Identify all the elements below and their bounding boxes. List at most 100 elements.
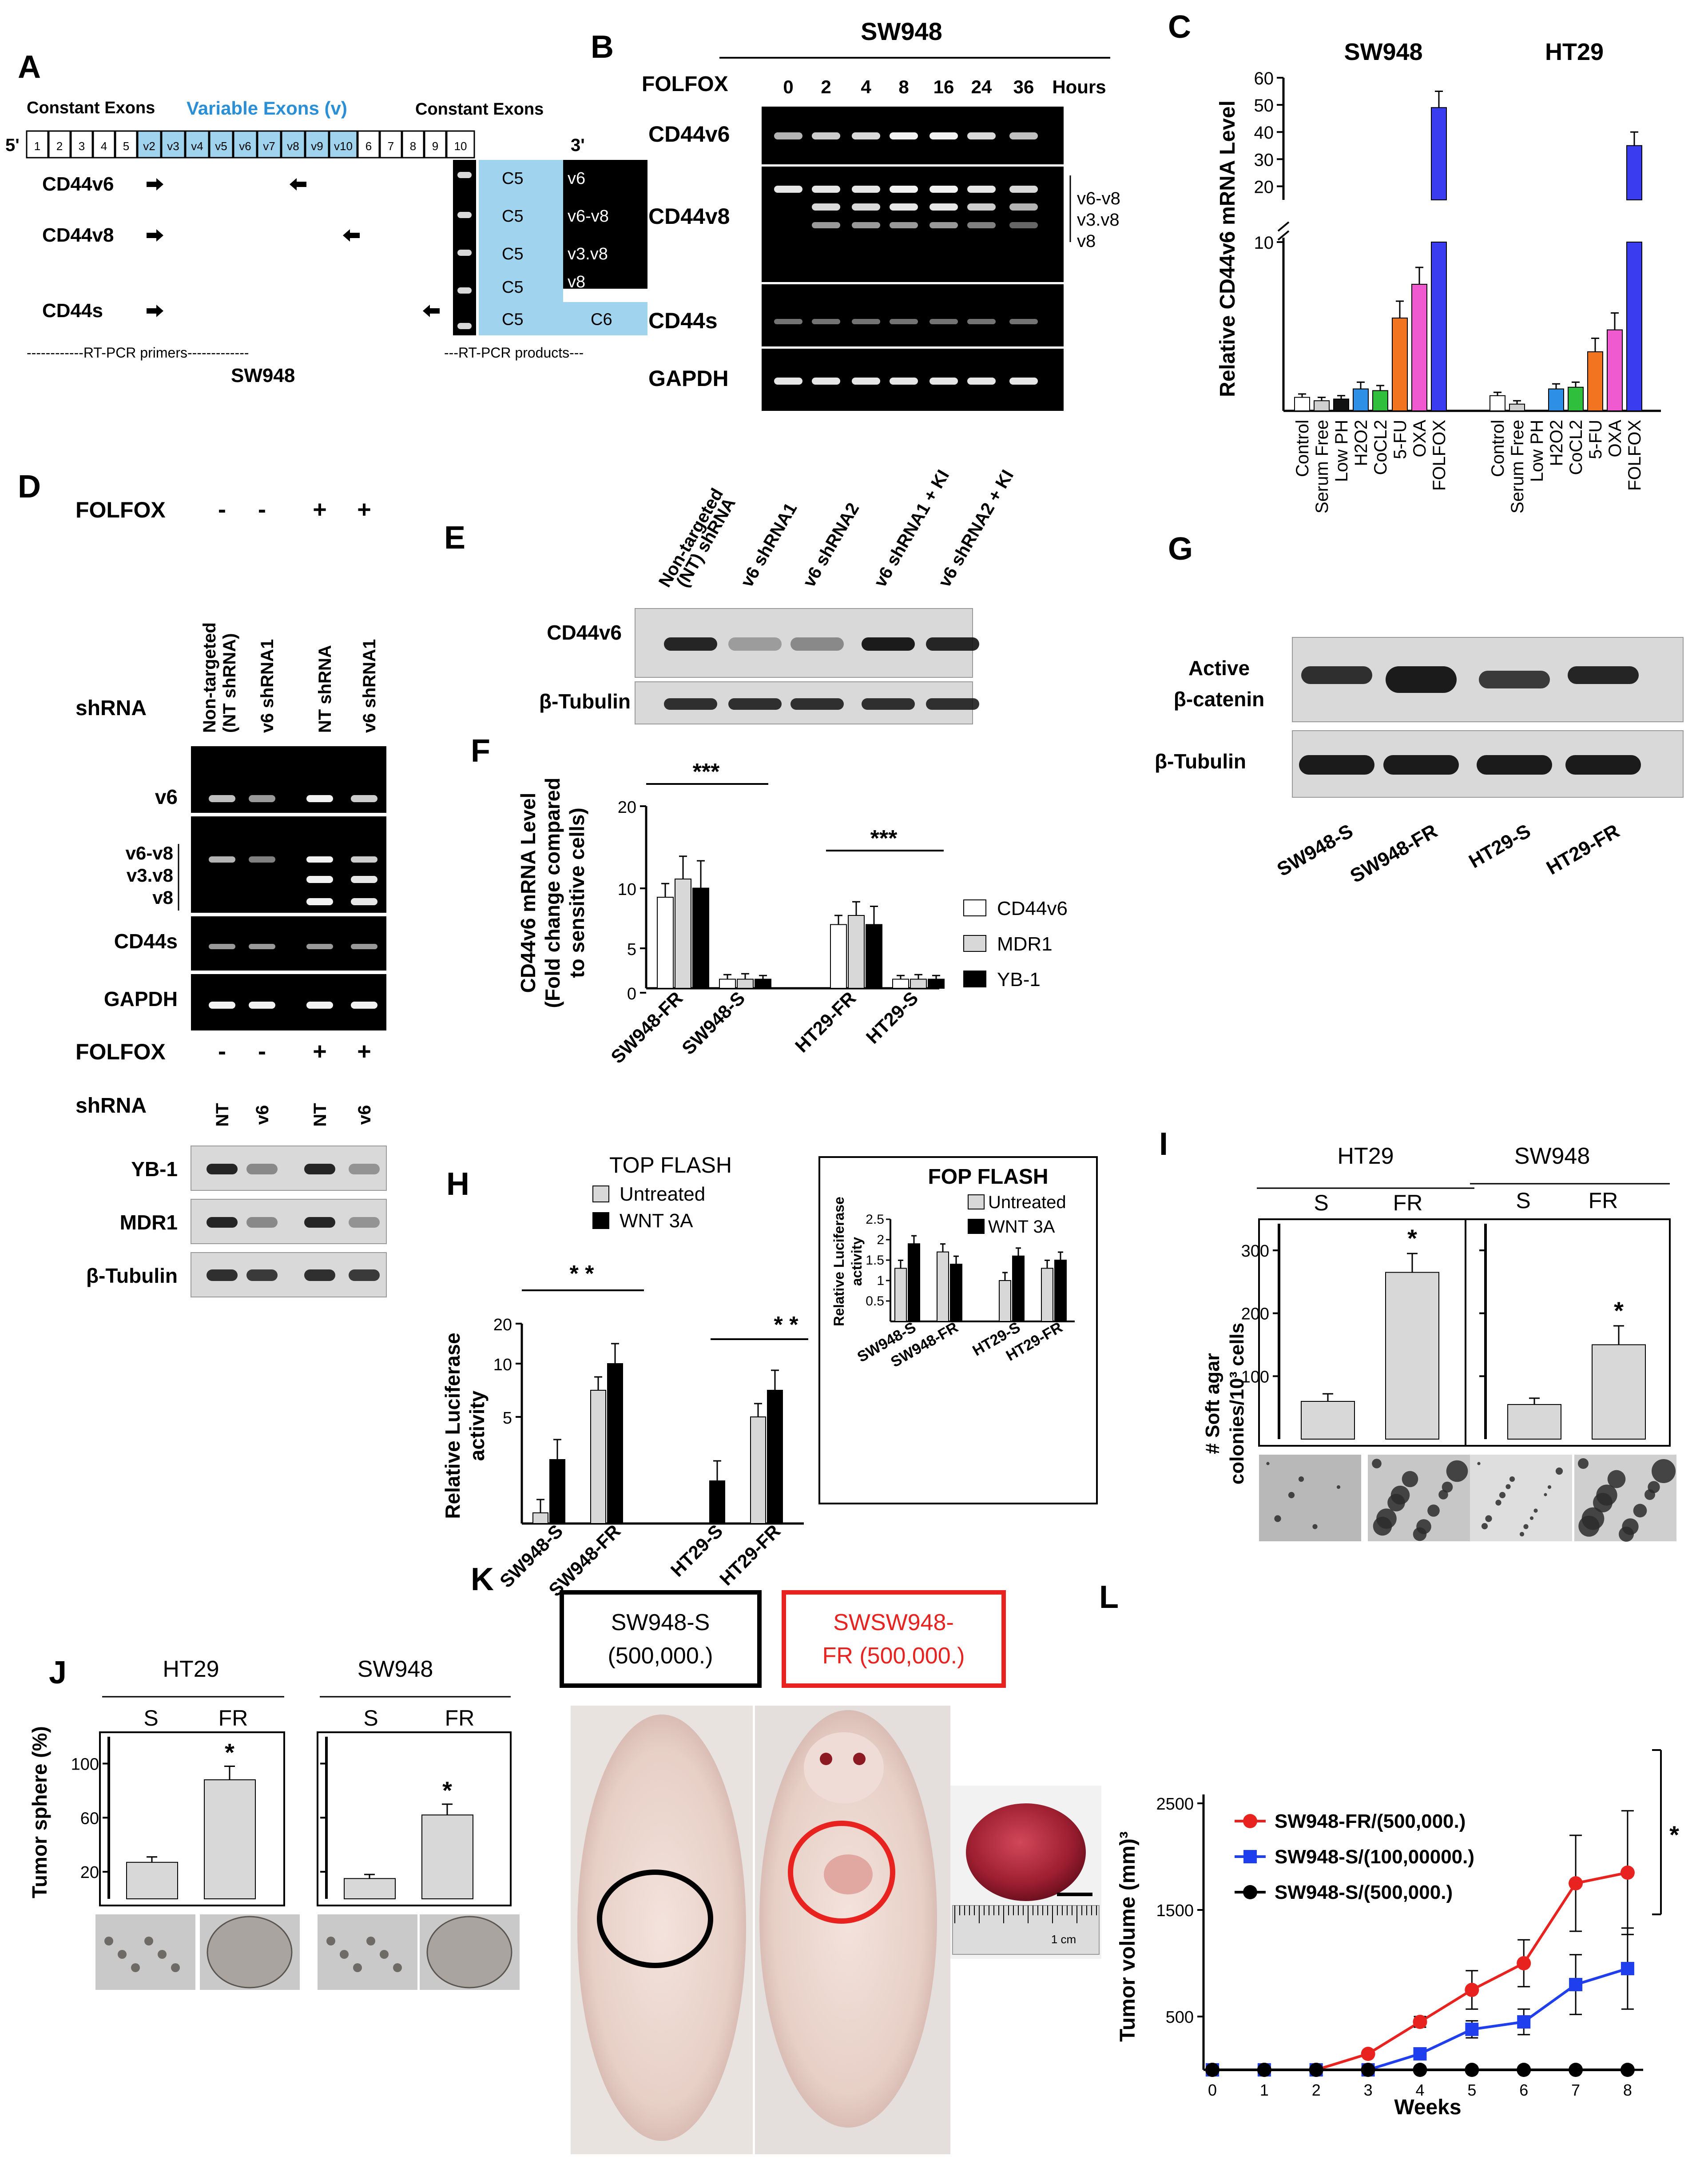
legend-label: WNT 3A: [988, 1217, 1055, 1237]
bar: [1490, 395, 1505, 411]
inset-y-tick-label: 2.5: [866, 1212, 884, 1227]
cd44v6-v8-band: [967, 186, 996, 193]
legend-label: SW948-S/(500,000.): [1275, 1882, 1453, 1903]
x-tick-label: Low PH: [1332, 420, 1351, 482]
x-tick-label: HT29-S: [667, 1520, 727, 1581]
mouse-label-right: FR (500,000.): [822, 1643, 965, 1669]
lane-label: v6 shRNA1: [737, 500, 801, 591]
colony-dot: [1442, 1481, 1453, 1493]
product-c5-label: C5: [502, 310, 524, 329]
bar: [1314, 400, 1330, 412]
primer-arrow-left-icon: [423, 305, 440, 317]
timepoint-label: 2: [821, 76, 831, 97]
v6-band: [351, 795, 377, 802]
bar: [1431, 242, 1447, 411]
x-tick-label: CoCL2: [1371, 420, 1390, 475]
product-variant-box: [563, 235, 647, 271]
blot-row-label: CD44v6: [547, 621, 622, 644]
rt-pcr-primers-footer: ------------RT-PCR primers-------------: [27, 345, 249, 361]
y-tick-label: 20: [80, 1863, 99, 1882]
blot-row-label: β-Tubulin: [539, 690, 631, 713]
legend-swatch: [963, 899, 986, 916]
variable-exons-label: Variable Exons (v): [187, 98, 347, 119]
bar: [1392, 318, 1408, 411]
exon-box: [281, 130, 306, 159]
lane-label: v6 shRNA1: [360, 639, 379, 733]
x-tick-label: 0: [1208, 2081, 1217, 2099]
exon-label: v8: [287, 139, 299, 153]
tumor-sphere-dot: [158, 1950, 167, 1959]
beta-tubulin-band: [728, 698, 782, 710]
inset-bar: [1012, 1255, 1025, 1322]
significance-star: *: [1407, 1224, 1417, 1252]
beta-tubulin-band: [664, 698, 717, 710]
cd44v6-band: [862, 637, 915, 651]
panel-label-C: C: [1168, 9, 1191, 45]
x-tick-label: 7: [1571, 2081, 1580, 2099]
panel-label-K: K: [471, 1562, 494, 1597]
y-tick-label: 40: [1254, 123, 1274, 143]
blot-row-label: MDR1: [120, 1211, 178, 1234]
colony-dot: [1593, 1493, 1613, 1512]
exon-label: 2: [56, 139, 63, 153]
gel-row-label-CD44v6: CD44v6: [648, 122, 730, 147]
x-tick-label: HT29-S: [862, 987, 922, 1048]
data-point: [1465, 2022, 1479, 2036]
bar: [532, 1512, 548, 1524]
injection-site-circle-left: [597, 1870, 713, 1968]
exon-box: [446, 130, 475, 159]
panel-c-group-label: HT29: [1545, 39, 1604, 65]
inset-y-tick-label: 2: [877, 1233, 884, 1247]
exon-box: [424, 130, 447, 159]
mdr1-band: [304, 1217, 335, 1228]
gapdh-band: [812, 378, 840, 385]
panel-c-group-label: SW948: [1344, 39, 1422, 65]
bar: [1301, 1401, 1355, 1440]
yb1-band: [246, 1164, 278, 1174]
cd44v3-v8-band: [929, 203, 958, 211]
mdr1-band: [349, 1217, 380, 1228]
x-tick-label: 5: [1467, 2081, 1476, 2099]
y-tick-label: 500: [1166, 2008, 1194, 2027]
bar: [1372, 390, 1388, 412]
x-tick-label: H2O2: [1351, 420, 1371, 466]
lane-label: NT: [310, 1103, 330, 1126]
x-tick-label: FOLFOX: [1625, 420, 1644, 491]
x-tick-label: FOLFOX: [1430, 420, 1449, 491]
y-tick-label: 0: [627, 985, 636, 1003]
gel-panel: [762, 284, 1064, 346]
v6-v8-band: [351, 856, 377, 863]
product-band: [457, 212, 472, 218]
significance-star: *: [1669, 1821, 1679, 1849]
panel-i-group-label: SW948: [1514, 1143, 1590, 1169]
colony-dot: [1446, 1460, 1468, 1482]
exon-label: v2: [143, 139, 155, 153]
bar: [830, 924, 847, 989]
mouse-label-right: SWSW948-: [833, 1610, 954, 1635]
mouse-eye-icon: [853, 1753, 866, 1765]
bar: [1626, 145, 1642, 200]
panel-d-shrna-label-2: shRNA: [75, 1094, 147, 1118]
colony-dot: [1529, 1516, 1534, 1520]
lane-label: HT29-FR: [1543, 820, 1623, 879]
legend-marker: [1243, 1885, 1257, 1899]
data-point: [1361, 2047, 1375, 2061]
bar: [692, 887, 709, 989]
bar: [1507, 1404, 1561, 1440]
beta-tubulin-band: [790, 698, 844, 710]
gapdh-band: [852, 378, 880, 385]
bar: [1333, 398, 1349, 412]
gel-right-label: v8: [1077, 231, 1096, 251]
gel-row-label-CD44s: CD44s: [648, 308, 718, 333]
product-band: [457, 287, 472, 294]
lane-label: Non-targeted: [200, 622, 219, 733]
legend-marker: [1243, 1850, 1257, 1863]
mouse-label-box: [560, 1590, 762, 1688]
legend-swatch: [963, 971, 986, 987]
cd44v6-band: [1009, 132, 1038, 139]
cd44v8-band: [812, 222, 840, 228]
beta-tubulin-band: [1477, 755, 1552, 775]
beta-tubulin-band: [1299, 755, 1374, 775]
colony-dot: [1274, 1515, 1281, 1522]
product-c5-box: [479, 160, 563, 195]
